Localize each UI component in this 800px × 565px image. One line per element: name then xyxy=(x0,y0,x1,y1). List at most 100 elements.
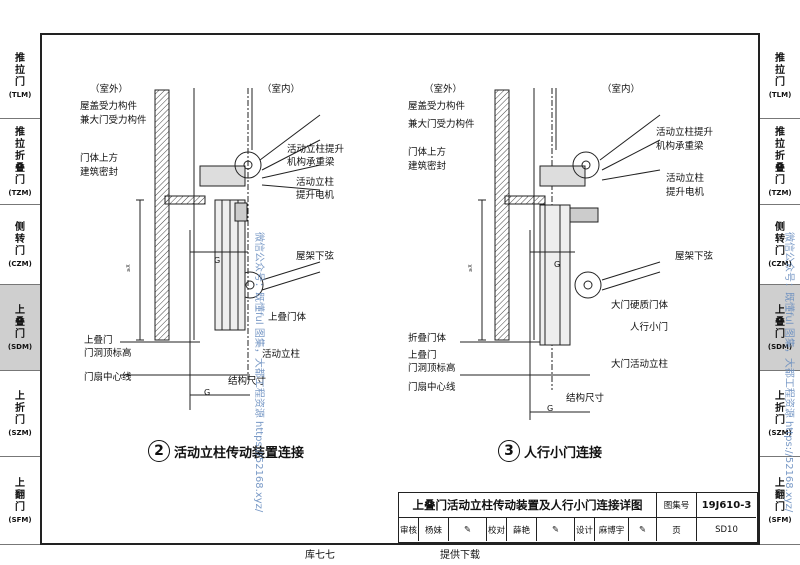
side-tab-glyph: 门 xyxy=(775,245,785,257)
review-label: 审核 xyxy=(399,518,419,541)
detail3-number: 3 xyxy=(498,440,520,462)
check-label: 校对 xyxy=(487,518,507,541)
side-tab-glyph: 折 xyxy=(775,150,785,162)
roof-load-label-3: 屋盖受力构件 xyxy=(408,101,466,112)
outdoor-label-2: （室外） xyxy=(90,84,129,95)
side-tab-glyph: 侧 xyxy=(15,221,25,233)
side-tab-code: (TLM) xyxy=(768,90,792,99)
roof-load-label-2: 屋盖受力构件 xyxy=(80,101,138,112)
side-tab-czm[interactable]: 侧转门 (CZM) xyxy=(0,205,40,285)
watermark-right: 微信公众号：既懂ful 图集，大都工程资源 https://52168.xyz/ xyxy=(783,232,794,513)
side-tab-code: (TLM) xyxy=(8,90,32,99)
detail2-title: 活动立柱传动装置连接 xyxy=(174,445,305,461)
motor-label-3b: 提升电机 xyxy=(666,187,705,198)
side-tab-glyph: 转 xyxy=(15,233,25,245)
big-door-load-label-2: 兼大门受力构件 xyxy=(80,115,147,126)
side-tab-code: (SFM) xyxy=(8,515,32,524)
side-tab-glyph: 门 xyxy=(15,328,25,340)
side-tab-glyph: 翻 xyxy=(775,489,785,501)
indoor-label-3: （室内） xyxy=(602,84,641,95)
center-label-3: 门扇中心线 xyxy=(408,382,456,393)
truss-label-2: 屋架下弦 xyxy=(296,251,335,262)
detail3-title: 人行小门连接 xyxy=(524,445,603,461)
side-tab-code: (SZM) xyxy=(8,428,32,437)
motor-label-2a: 活动立柱 xyxy=(296,177,335,188)
side-tab-sfm[interactable]: 上翻门(SFM) xyxy=(0,457,40,545)
side-tab-sdm[interactable]: 上叠门(SDM) xyxy=(760,285,800,371)
sdm-label-3b: 门洞顶标高 xyxy=(408,363,456,374)
side-tab-tzm[interactable]: 推拉折叠门(TZM) xyxy=(760,119,800,205)
dim-side-3: ≥X xyxy=(468,264,474,272)
side-tab-glyph: 上 xyxy=(775,477,785,489)
sheet-title: 上叠门活动立柱传动装置及人行小门连接详图 xyxy=(399,493,657,518)
side-tab-tzm[interactable]: 推拉折叠门(TZM) xyxy=(0,119,40,205)
fold-door-label-3: 折叠门体 xyxy=(408,333,447,344)
page-label: 页 xyxy=(657,518,697,541)
checker-name: 薛艳 xyxy=(507,518,537,541)
side-tab-glyph: 推 xyxy=(15,126,25,138)
side-tab-glyph: 叠 xyxy=(15,316,25,328)
struct-label-3: 结构尺寸 xyxy=(566,393,605,404)
outdoor-label-3: （室外） xyxy=(424,84,463,95)
sdm-label-3a: 上叠门 xyxy=(408,350,437,361)
side-tab-glyph: 门 xyxy=(15,245,25,257)
detail3-caption: 3 人行小门连接 xyxy=(498,440,602,462)
side-tab-glyph: 门 xyxy=(775,501,785,513)
detail2-caption: 2 活动立柱传动装置连接 xyxy=(148,440,304,462)
post-label-2: 活动立柱 xyxy=(262,349,301,360)
side-tab-glyph: 推 xyxy=(775,52,785,64)
side-tab-tlm[interactable]: 推拉门(TLM) xyxy=(0,33,40,119)
watermark-center: 微信公众号：既懂ful 图集，大都工程资源 https://52168.xyz/ xyxy=(253,232,264,513)
dim-g-bottom-3: G xyxy=(547,404,554,413)
side-tab-code: (CZM) xyxy=(768,259,792,268)
side-tab-glyph: 上 xyxy=(15,304,25,316)
motor-label-2b: 提升电机 xyxy=(296,190,335,201)
side-tab-glyph: 推 xyxy=(15,52,25,64)
top-seal-label-2a: 门体上方 xyxy=(80,153,119,164)
side-tab-czm[interactable]: 侧转门 (CZM) xyxy=(760,205,800,285)
side-tab-glyph: 上 xyxy=(775,390,785,402)
side-tab-glyph: 门 xyxy=(775,76,785,88)
side-tab-glyph: 叠 xyxy=(15,162,25,174)
side-tab-glyph: 上 xyxy=(775,304,785,316)
detail2-number: 2 xyxy=(148,440,170,462)
footer-site: 库七七 xyxy=(305,550,335,561)
wall-section-3 xyxy=(494,89,510,341)
side-tab-tlm[interactable]: 推拉门(TLM) xyxy=(760,33,800,119)
checker-signature: ✎ xyxy=(537,518,575,541)
side-tab-glyph: 侧 xyxy=(775,221,785,233)
page-number: SD10 xyxy=(715,524,738,535)
center-label-2: 门扇中心线 xyxy=(84,372,132,383)
left-category-tabs: 推拉门(TLM)推拉折叠门(TZM)侧转门(CZM)上叠门(SDM)上折门(SZ… xyxy=(0,33,40,545)
title-block: 上叠门活动立柱传动装置及人行小门连接详图 图集号 19J610-3 审核 杨妹 … xyxy=(398,492,758,543)
beam-label-3b: 机构承重梁 xyxy=(656,141,704,152)
side-tab-sdm[interactable]: 上叠门(SDM) xyxy=(0,285,40,371)
side-tab-glyph: 门 xyxy=(775,414,785,426)
side-tab-szm[interactable]: 上折门(SZM) xyxy=(0,371,40,457)
struct-label-2: 结构尺寸 xyxy=(228,376,267,387)
side-tab-glyph: 上 xyxy=(15,390,25,402)
side-tab-glyph: 转 xyxy=(775,233,785,245)
wicket-label-3: 人行小门 xyxy=(630,322,669,333)
designer-name: 麻博宇 xyxy=(595,518,629,541)
dim-side-2: ≥X xyxy=(126,264,132,272)
sdm-label-2a: 上叠门 xyxy=(84,335,113,346)
side-tab-sfm[interactable]: 上翻门(SFM) xyxy=(760,457,800,545)
reviewer-name: 杨妹 xyxy=(419,518,449,541)
side-tab-glyph: 折 xyxy=(15,150,25,162)
side-tab-glyph: 推 xyxy=(775,126,785,138)
side-tab-code: (CZM) xyxy=(8,259,32,268)
side-tab-glyph: 拉 xyxy=(15,64,25,76)
side-tab-code: (SZM) xyxy=(768,428,792,437)
side-tab-glyph: 叠 xyxy=(775,316,785,328)
side-tab-szm[interactable]: 上折门 (SZM) xyxy=(760,371,800,457)
beam-label-3a: 活动立柱提升 xyxy=(656,127,714,138)
indoor-label-2: （室内） xyxy=(262,84,301,95)
side-tab-glyph: 折 xyxy=(775,402,785,414)
side-tab-glyph: 门 xyxy=(775,174,785,186)
dim-g-bottom-2: G xyxy=(204,388,211,397)
side-tab-glyph: 上 xyxy=(15,477,25,489)
side-tab-glyph: 门 xyxy=(775,328,785,340)
hard-door-label-3: 大门硬质门体 xyxy=(611,300,669,311)
